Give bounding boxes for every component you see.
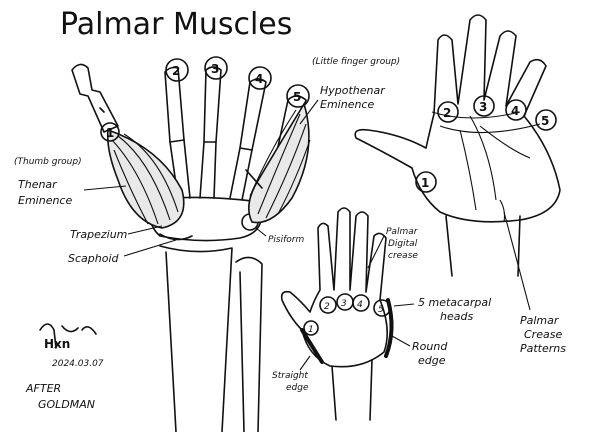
- label-heads: heads: [440, 310, 473, 323]
- label-digital: Digital: [388, 239, 418, 249]
- artist-signature: Hxn 2024.03.07 AFTER GOLDMAN: [25, 323, 104, 411]
- small-number-4: 4: [357, 300, 363, 310]
- small-number-3: 3: [341, 299, 347, 309]
- thenar-muscle-drawing: [106, 128, 185, 229]
- left-hand-bones: [71, 63, 307, 433]
- right-palm-numbers: 2 3 4 5 1: [415, 95, 557, 193]
- palm-number-3: 3: [479, 100, 487, 114]
- finger-number-2: 2: [172, 64, 180, 78]
- label-thenar: Thenar: [18, 178, 58, 191]
- palm-number-1: 1: [421, 176, 429, 190]
- label-straight: Straight: [272, 371, 308, 381]
- small-number-5: 5: [378, 305, 384, 315]
- label-palmar-small: Palmar: [386, 227, 419, 237]
- label-metacarpal: 5 metacarpal: [418, 296, 491, 309]
- label-hypothenar: Hypothenar: [320, 84, 386, 97]
- label-scaphoid: Scaphoid: [68, 252, 120, 265]
- signature-after: AFTER: [25, 382, 61, 395]
- finger-number-5: 5: [293, 90, 301, 104]
- label-palmar: Palmar: [520, 314, 560, 327]
- finger-number-3: 3: [211, 62, 219, 76]
- label-crease-small: crease: [388, 251, 418, 261]
- label-thenar-eminence: Eminence: [18, 194, 72, 207]
- finger-number-4: 4: [255, 72, 263, 86]
- label-thumb-group: (Thumb group): [14, 157, 82, 167]
- label-edge-straight: edge: [286, 383, 309, 393]
- palm-number-5: 5: [541, 114, 549, 128]
- label-crease: Crease: [524, 328, 562, 341]
- right-palm-outline: [354, 14, 561, 311]
- label-little-finger-group: (Little finger group): [312, 57, 400, 67]
- page-title: Palmar Muscles: [60, 7, 292, 42]
- signature-date: 2024.03.07: [52, 359, 104, 369]
- label-hypothenar-eminence: Eminence: [320, 98, 374, 111]
- signature-artist: GOLDMAN: [38, 398, 95, 411]
- label-patterns: Patterns: [520, 342, 566, 355]
- label-trapezium: Trapezium: [70, 228, 127, 241]
- small-number-2: 2: [324, 302, 330, 312]
- left-hand-labels: (Little finger group) Hypothenar Eminenc…: [14, 57, 400, 265]
- right-palm-labels: Palmar Crease Patterns: [520, 314, 566, 355]
- label-round: Round: [412, 340, 448, 353]
- small-number-1: 1: [308, 325, 314, 335]
- hypothenar-muscle-drawing: [245, 102, 311, 224]
- label-edge-round: edge: [418, 354, 446, 367]
- small-hand-labels: Palmar Digital crease 5 metacarpal heads…: [272, 227, 491, 393]
- left-finger-numbers: 2 3 4 5 1: [100, 56, 310, 142]
- label-pisiform: Pisiform: [268, 235, 304, 245]
- small-hand-numbers: 2 3 4 5 1: [303, 293, 391, 336]
- palm-number-2: 2: [443, 106, 451, 120]
- palm-number-4: 4: [511, 104, 519, 118]
- signature-initials: Hxn: [44, 337, 70, 351]
- thumb-number-1: 1: [106, 126, 114, 140]
